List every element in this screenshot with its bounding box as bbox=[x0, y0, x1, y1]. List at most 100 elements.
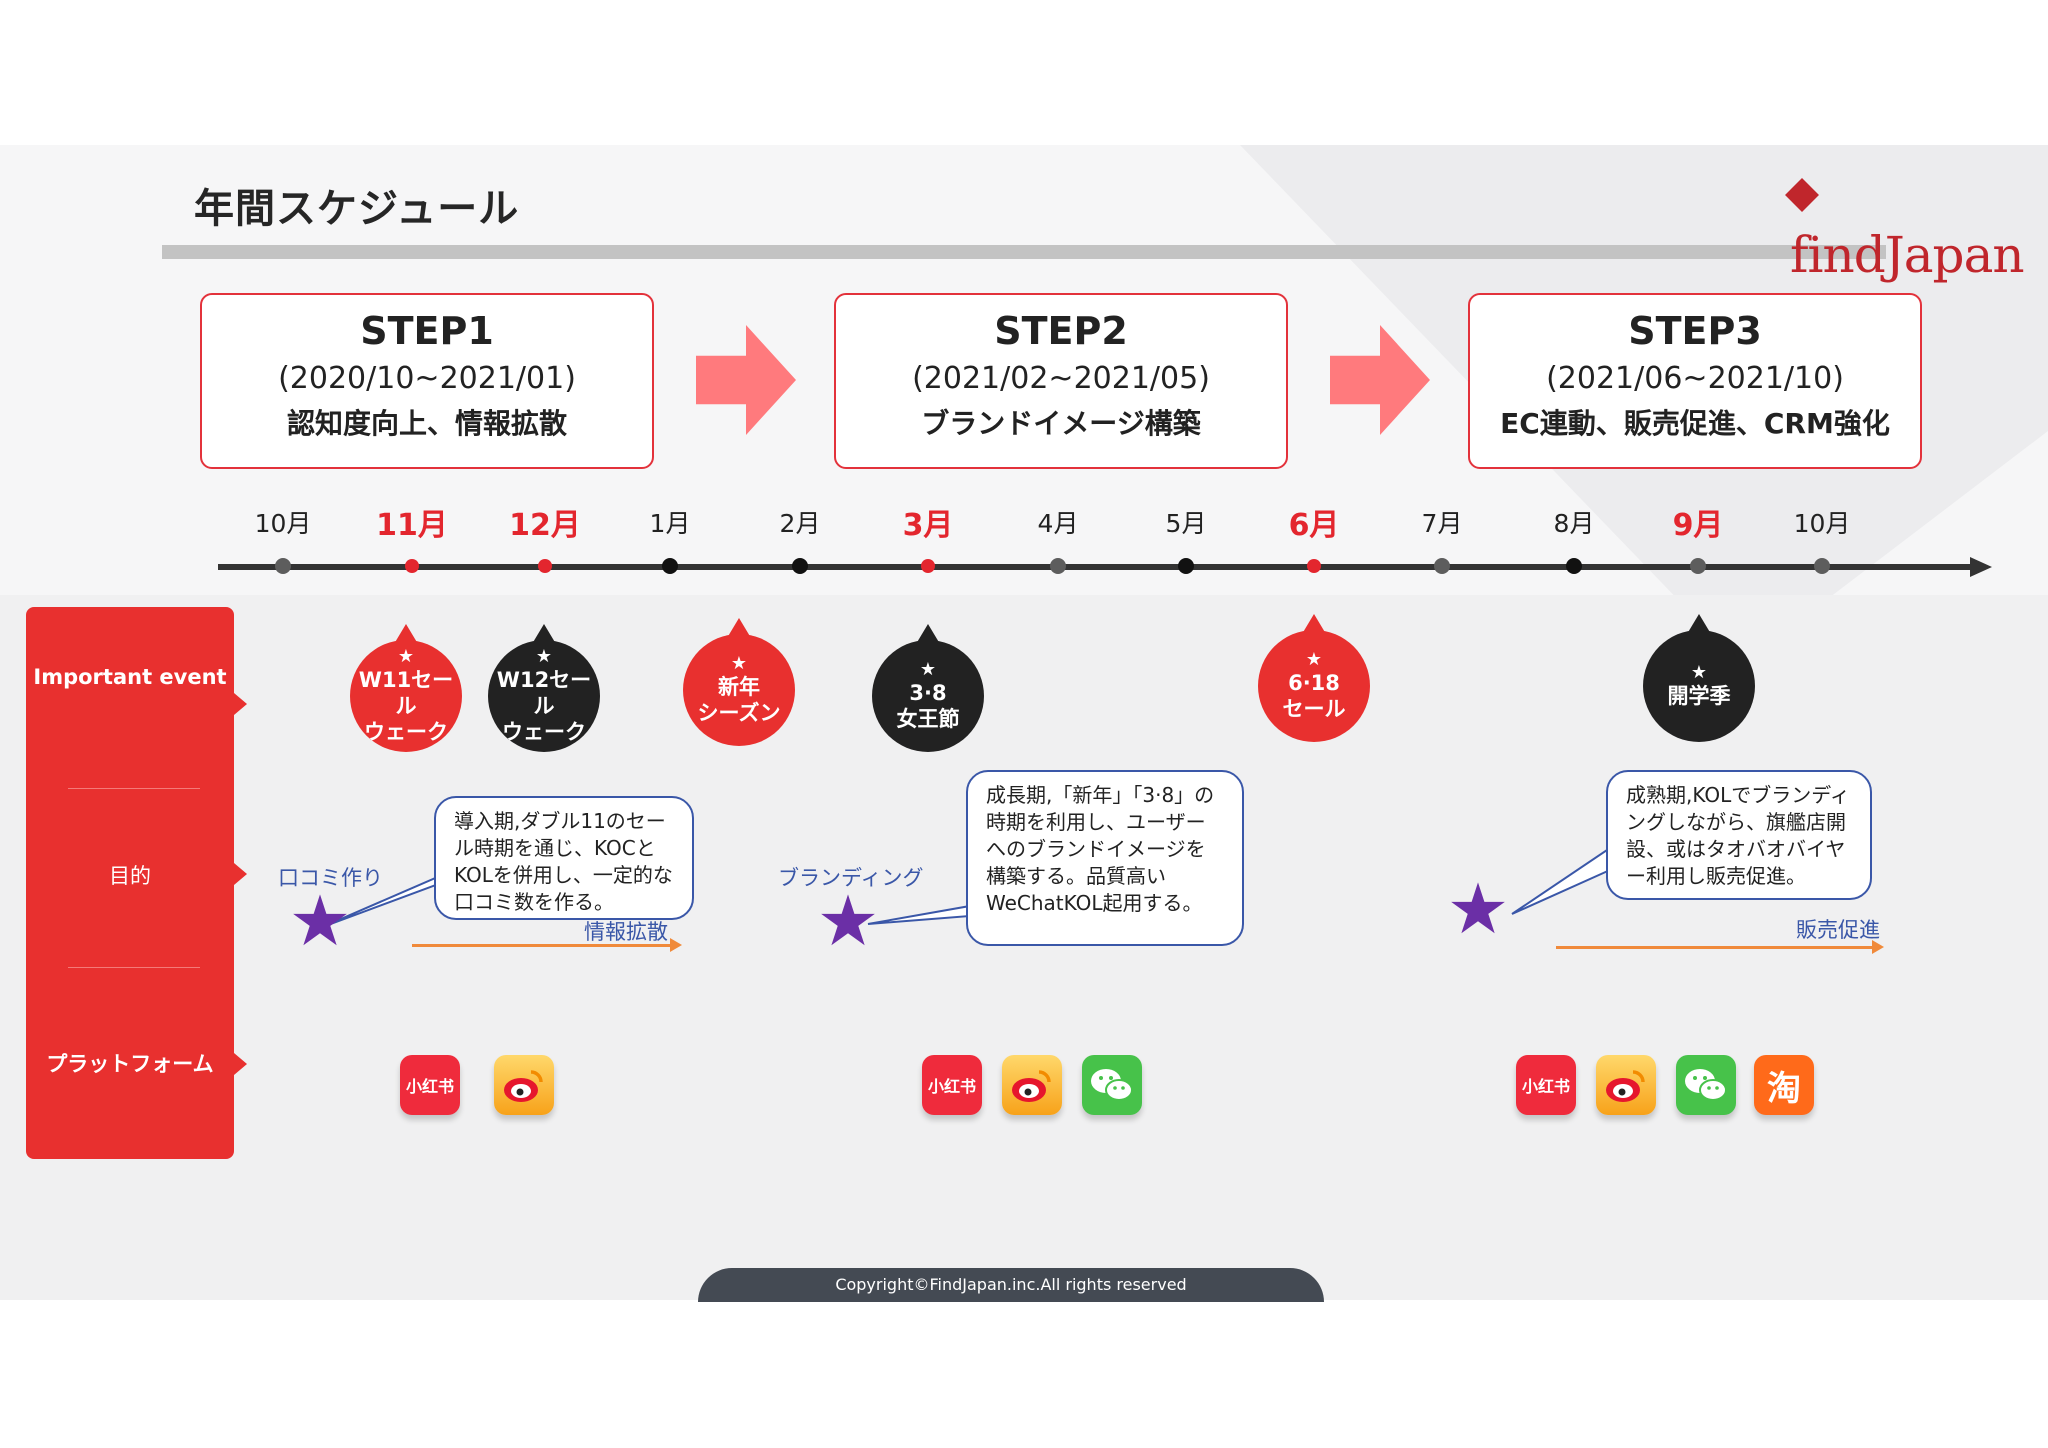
event-new-year: ★ 新年 シーズン bbox=[683, 618, 795, 746]
wechat-icon bbox=[1676, 1055, 1736, 1115]
star-icon: ★ bbox=[730, 653, 748, 674]
event-line1: 3·8 bbox=[909, 681, 947, 705]
event-618: ★ 6·18 セール bbox=[1258, 614, 1370, 742]
event-line2: ウェーク bbox=[364, 720, 448, 744]
timeline-dot bbox=[1050, 558, 1066, 574]
callout-2: 成長期,「新年」「3·8」の時期を利用し、ユーザーへのブランドイメージを構築する… bbox=[966, 770, 1244, 946]
step1-box: STEP1 (2020/10~2021/01) 認知度向上、情報拡散 bbox=[200, 293, 654, 469]
purpose-label: 目的 bbox=[109, 864, 151, 888]
step3-period: (2021/06~2021/10) bbox=[1546, 361, 1844, 396]
event-38: ★ 3·8 女王節 bbox=[872, 624, 984, 752]
month-label: 6月 bbox=[1288, 508, 1340, 543]
wechat-icon bbox=[1082, 1055, 1142, 1115]
callout-pointer bbox=[867, 904, 971, 925]
timeline-dot bbox=[1307, 559, 1321, 573]
timeline-dot bbox=[275, 558, 291, 574]
findjapan-logo: findJapan bbox=[1785, 168, 2048, 284]
timeline-dot bbox=[1814, 558, 1830, 574]
purple-star-icon: ★ bbox=[288, 880, 352, 962]
timeline-dot bbox=[921, 559, 935, 573]
timeline-dot bbox=[1690, 558, 1706, 574]
timeline-dot bbox=[538, 559, 552, 573]
divider bbox=[68, 967, 200, 968]
timeline-dot bbox=[405, 559, 419, 573]
goal-arrow bbox=[1556, 940, 1884, 954]
month-label: 3月 bbox=[902, 508, 954, 543]
star-icon: ★ bbox=[1690, 662, 1708, 683]
purple-star-icon: ★ bbox=[1446, 868, 1510, 950]
row-pointer-icon bbox=[234, 1053, 247, 1075]
timeline-dot bbox=[1178, 558, 1194, 574]
step2-subtitle: ブランドイメージ構築 bbox=[921, 407, 1201, 440]
month-label: 10月 bbox=[254, 509, 312, 538]
event-line2: 女王節 bbox=[896, 707, 960, 731]
page-title: 年間スケジュール bbox=[194, 186, 520, 232]
star-icon: ★ bbox=[397, 646, 415, 667]
event-w12: ★ W12セール ウェーク bbox=[488, 624, 600, 752]
callout-pointer bbox=[1511, 846, 1611, 915]
title-underline bbox=[162, 245, 1886, 259]
arrow-head-icon bbox=[1970, 557, 1992, 577]
row-pointer-icon bbox=[234, 693, 247, 715]
step1-subtitle: 認知度向上、情報拡散 bbox=[286, 407, 567, 440]
divider bbox=[68, 788, 200, 789]
step2-period: (2021/02~2021/05) bbox=[912, 361, 1210, 396]
timeline-dot bbox=[792, 558, 808, 574]
star-icon: ★ bbox=[535, 646, 553, 667]
step3-title: STEP3 bbox=[1628, 309, 1762, 353]
purple-star-icon: ★ bbox=[816, 880, 880, 962]
event-line1: 新年 bbox=[718, 675, 760, 699]
step2-title: STEP2 bbox=[994, 309, 1128, 353]
month-label: 4月 bbox=[1037, 509, 1079, 538]
timeline-dot bbox=[1434, 558, 1450, 574]
logo-text: findJapan bbox=[1790, 226, 2025, 284]
month-label: 8月 bbox=[1553, 509, 1595, 538]
goal-arrow bbox=[412, 938, 682, 952]
xiaohongshu-icon: 小红书 bbox=[400, 1055, 460, 1115]
star-icon: ★ bbox=[1305, 649, 1323, 670]
month-label: 12月 bbox=[509, 508, 581, 543]
step3-box: STEP3 (2021/06~2021/10) EC連動、販売促進、CRM強化 bbox=[1468, 293, 1922, 469]
event-line1: W11セール bbox=[358, 668, 454, 718]
month-label: 10月 bbox=[1793, 509, 1851, 538]
weibo-icon bbox=[1002, 1055, 1062, 1115]
event-line1: W12セール bbox=[496, 668, 592, 718]
goal-label-3: 販売促進 bbox=[1796, 918, 1880, 942]
timeline-axis bbox=[218, 564, 1978, 570]
month-label: 9月 bbox=[1672, 508, 1724, 543]
weibo-icon bbox=[1596, 1055, 1656, 1115]
step2-box: STEP2 (2021/02~2021/05) ブランドイメージ構築 bbox=[834, 293, 1288, 469]
step3-subtitle: EC連動、販売促進、CRM強化 bbox=[1500, 407, 1890, 440]
month-label: 7月 bbox=[1421, 509, 1463, 538]
event-school: ★ 開学季 bbox=[1643, 614, 1755, 742]
star-icon: ★ bbox=[919, 659, 937, 680]
callout-3: 成熟期,KOLでブランディングしながら、旗艦店開設、或はタオバオバイヤー利用し販… bbox=[1606, 770, 1872, 900]
row-pointer-icon bbox=[234, 863, 247, 885]
event-line1: 開学季 bbox=[1667, 684, 1731, 708]
step1-period: (2020/10~2021/01) bbox=[278, 361, 576, 396]
timeline-dot bbox=[662, 558, 678, 574]
month-label: 11月 bbox=[376, 508, 448, 543]
taobao-icon: 淘 bbox=[1754, 1055, 1814, 1115]
event-w11: ★ W11セール ウェーク bbox=[350, 624, 462, 752]
event-line2: シーズン bbox=[697, 701, 781, 725]
purpose-label-2: ブランディング bbox=[778, 866, 924, 890]
row-header-panel bbox=[26, 607, 234, 1159]
copyright-footer: Copyright©FindJapan.inc.All rights reser… bbox=[698, 1268, 1324, 1302]
purpose-label-1: 口コミ作り bbox=[278, 866, 383, 890]
month-label: 2月 bbox=[779, 509, 821, 538]
weibo-icon bbox=[494, 1055, 554, 1115]
xiaohongshu-icon: 小红书 bbox=[922, 1055, 982, 1115]
goal-label-1: 情報拡散 bbox=[584, 920, 668, 944]
platform-label: プラットフォーム bbox=[46, 1052, 214, 1076]
event-line2: セール bbox=[1282, 697, 1346, 721]
month-label: 1月 bbox=[649, 509, 691, 538]
xiaohongshu-icon: 小红书 bbox=[1516, 1055, 1576, 1115]
event-line1: 6·18 bbox=[1288, 671, 1340, 695]
step1-title: STEP1 bbox=[360, 309, 494, 353]
important-event-label: Important event bbox=[33, 665, 227, 689]
timeline-dot bbox=[1566, 558, 1582, 574]
callout-1: 導入期,ダブル11のセール時期を通じ、KOCとKOLを併用し、一定的な口コミ数を… bbox=[434, 796, 694, 920]
month-label: 5月 bbox=[1165, 509, 1207, 538]
